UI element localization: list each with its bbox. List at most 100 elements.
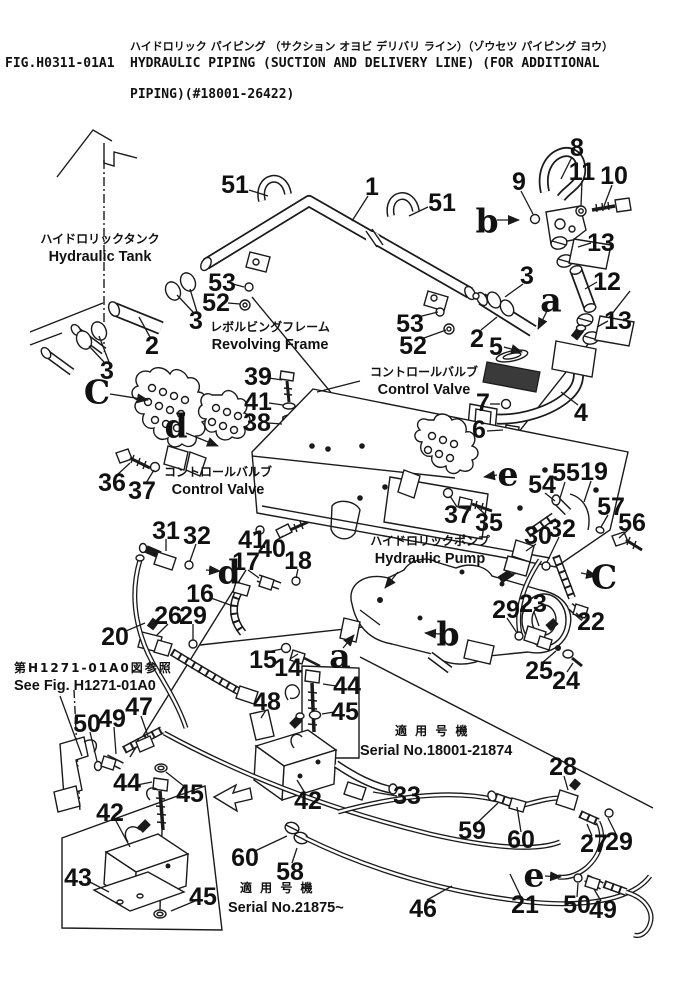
leader-line	[275, 536, 283, 541]
callout-50: 50	[73, 710, 101, 738]
leader-line	[139, 317, 150, 337]
leader-line	[483, 470, 497, 481]
callout-60: 60	[231, 844, 259, 872]
callout-37: 37	[128, 477, 156, 505]
figure-number: FIG.H0311-01A1	[5, 56, 115, 71]
callout-44: 44	[113, 769, 141, 797]
note-ja: 適 用 号 機	[395, 723, 470, 738]
leader-line	[538, 309, 548, 330]
callout-22: 22	[577, 608, 605, 636]
ref-letter-e: e	[498, 455, 519, 494]
leader-line	[292, 848, 297, 863]
callout-30: 30	[524, 522, 552, 550]
callout-42: 42	[294, 787, 322, 815]
pump-fittings	[135, 544, 320, 729]
leader-line	[110, 393, 149, 404]
leader-line	[481, 317, 497, 330]
leader-line	[343, 634, 355, 648]
leader-line	[60, 696, 82, 756]
pump-port-cluster	[504, 494, 642, 666]
leader-line	[578, 243, 591, 247]
leader-line	[255, 836, 287, 851]
callout-23: 23	[519, 590, 547, 618]
callout-29: 29	[605, 828, 633, 856]
part-label-ja: コントロールバルブ	[370, 364, 478, 379]
note-ja: 第H1271-01A0図参照	[14, 660, 173, 675]
callout-49: 49	[98, 705, 126, 733]
leader-line	[317, 381, 360, 392]
bracket-detail-a	[250, 666, 397, 846]
callout-9: 9	[512, 168, 526, 196]
leader-line	[409, 207, 428, 216]
leader-line	[186, 433, 219, 446]
leader-line	[177, 295, 193, 312]
leader-line	[521, 191, 533, 214]
leader-line	[584, 481, 591, 502]
leader-line	[418, 312, 438, 317]
leader-line	[190, 289, 197, 312]
ref-letter-a: a	[329, 637, 350, 676]
title-japanese: ハイドロリック パイピング （サクション オヨビ デリバリ ライン）（ゾウセツ …	[130, 40, 614, 53]
leader-line	[88, 881, 109, 892]
leader-line	[477, 507, 486, 515]
leader-line	[141, 716, 148, 736]
callout-17: 17	[232, 548, 260, 576]
note-en: Serial No.18001-21874	[360, 743, 512, 759]
callout-45: 45	[189, 883, 217, 911]
leader-line	[116, 821, 130, 847]
part-label-ja: レボルビングフレーム	[210, 319, 330, 334]
leader-line	[597, 321, 608, 327]
leader-line	[114, 727, 116, 754]
callout-1: 1	[365, 173, 379, 201]
leader-line	[249, 190, 268, 196]
callout-38: 38	[243, 409, 271, 437]
leader-line	[171, 901, 195, 911]
title-english-line1: HYDRAULIC PIPING (SUCTION AND DELIVERY L…	[130, 56, 600, 71]
callout-13: 13	[587, 229, 615, 257]
callout-29: 29	[492, 596, 520, 624]
leader-line	[233, 284, 244, 287]
part-label-en: Revolving Frame	[212, 337, 329, 353]
suction-hose-8-cluster	[468, 152, 634, 456]
callout-36: 36	[98, 469, 126, 497]
leader-line	[117, 463, 130, 475]
callout-2: 2	[145, 332, 159, 360]
leader-line	[89, 346, 104, 362]
callout-6: 6	[472, 416, 486, 444]
leader-line	[505, 284, 523, 297]
leader-line	[450, 496, 457, 507]
callout-20: 20	[101, 623, 129, 651]
callout-45: 45	[331, 698, 359, 726]
ref-letter-C: C	[84, 373, 110, 412]
leader-line	[585, 282, 597, 289]
leader-line	[156, 624, 168, 636]
leader-line	[567, 663, 573, 672]
callout-58: 58	[276, 858, 304, 886]
callout-13: 13	[604, 307, 632, 335]
callout-35: 35	[475, 509, 503, 537]
callout-52: 52	[202, 289, 230, 317]
leader-line	[99, 336, 109, 362]
leader-line	[373, 792, 397, 796]
leader-line	[477, 803, 498, 823]
leader-line	[261, 710, 266, 718]
ref-letter-e: e	[524, 856, 545, 895]
leader-line	[211, 598, 233, 606]
callout-16: 16	[186, 580, 214, 608]
callout-53: 53	[208, 269, 236, 297]
callout-39: 39	[244, 363, 272, 391]
leader-line	[581, 569, 598, 579]
part-label-en: Control Valve	[172, 482, 265, 498]
leader-line	[560, 482, 565, 498]
revolving-frame-panel	[252, 389, 628, 567]
leader-line	[545, 493, 555, 501]
leader-line	[384, 572, 398, 589]
ref-letter-d: d	[164, 407, 187, 446]
leader-line	[253, 531, 259, 533]
callout-21: 21	[511, 891, 539, 919]
callout-37: 37	[444, 501, 472, 529]
note-ja: 適 用 号 機	[240, 880, 315, 895]
leader-line	[564, 776, 568, 790]
callout-48: 48	[253, 688, 281, 716]
